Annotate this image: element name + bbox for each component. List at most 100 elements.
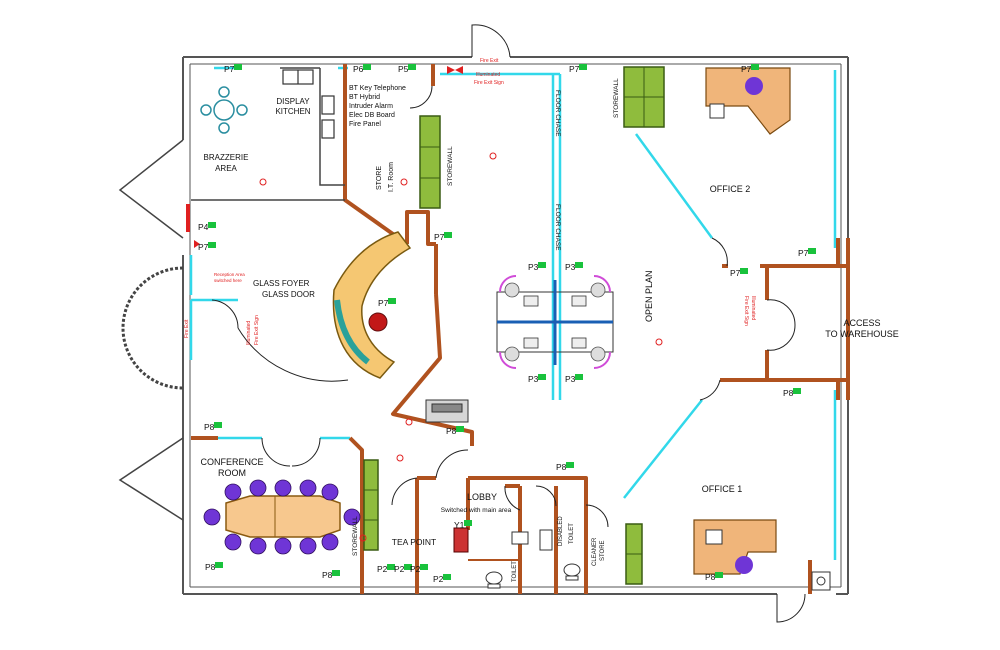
network-point-marker bbox=[214, 422, 222, 428]
network-point-label: P2 bbox=[433, 574, 444, 584]
equipment-item: Elec DB Board bbox=[349, 112, 395, 119]
label-display-kitchen-1: DISPLAY bbox=[276, 97, 310, 106]
label-display-kitchen-2: KITCHEN bbox=[275, 107, 310, 116]
network-point-marker bbox=[387, 564, 395, 570]
network-point-label: P2 bbox=[394, 564, 405, 574]
sanitary-fixtures bbox=[453, 527, 581, 589]
network-point-label: P5 bbox=[398, 64, 409, 74]
equipment-item: BT Hybrid bbox=[349, 94, 380, 101]
sign-illuminated-top-2: Fire Exit Sign bbox=[474, 80, 504, 86]
network-point-label: P8 bbox=[205, 562, 216, 572]
network-point-marker bbox=[363, 64, 371, 70]
network-point-marker bbox=[444, 232, 452, 238]
office-2-desk bbox=[705, 67, 791, 135]
label-disabled: DISABLED bbox=[558, 516, 564, 546]
network-point-label: P6 bbox=[353, 64, 364, 74]
label-office-1: OFFICE 1 bbox=[702, 484, 743, 494]
network-point-marker bbox=[715, 572, 723, 578]
sign-fire-exit-top: Fire Exit bbox=[480, 58, 499, 64]
network-point-marker bbox=[388, 298, 396, 304]
kitchen-fixtures bbox=[282, 69, 335, 139]
network-point-label: P8 bbox=[322, 570, 333, 580]
network-point-label: P7 bbox=[741, 64, 752, 74]
network-point-marker bbox=[566, 462, 574, 468]
network-point-label: P2 bbox=[377, 564, 388, 574]
network-point-label: P7 bbox=[434, 232, 445, 242]
network-point-label: P7 bbox=[378, 298, 389, 308]
label-brazzerie-1: BRAZZERIE bbox=[204, 153, 249, 162]
network-point-label: P7 bbox=[198, 242, 209, 252]
equipment-item: BT Key Telephone bbox=[349, 85, 406, 92]
sign-illuminated-top-1: Illuminated bbox=[476, 72, 500, 78]
warehouse-door-feature bbox=[811, 571, 831, 591]
label-office-2: OFFICE 2 bbox=[710, 184, 751, 194]
network-point-marker bbox=[464, 520, 472, 526]
label-lobby: LOBBY bbox=[467, 492, 497, 502]
network-point-label: Y1 bbox=[454, 520, 465, 530]
network-point-label: P3 bbox=[565, 374, 576, 384]
network-point-marker bbox=[808, 248, 816, 254]
label-toilet-a: TOILET bbox=[512, 561, 518, 582]
network-point-marker bbox=[575, 374, 583, 380]
kitchen-boundary bbox=[191, 67, 345, 201]
network-point-marker bbox=[332, 570, 340, 576]
network-point-marker bbox=[215, 562, 223, 568]
entrance-canopies bbox=[118, 139, 184, 521]
copier bbox=[425, 399, 469, 423]
network-point-marker bbox=[208, 222, 216, 228]
brazzerie-table bbox=[200, 86, 248, 134]
network-point-label: P8 bbox=[204, 422, 215, 432]
network-point-markers bbox=[208, 64, 816, 580]
network-point-label: P3 bbox=[528, 374, 539, 384]
label-toilet-b: TOILET bbox=[569, 523, 575, 544]
open-plan-workstation-pod bbox=[496, 275, 614, 369]
room-labels: DISPLAY KITCHEN BRAZZERIE AREA GLASS FOY… bbox=[200, 90, 898, 582]
equipment-item: Fire Panel bbox=[349, 121, 381, 128]
label-it-room: I.T. Room bbox=[388, 162, 395, 192]
network-point-marker bbox=[404, 564, 412, 570]
door-swings bbox=[211, 24, 806, 623]
network-point-marker bbox=[740, 268, 748, 274]
label-access-1: ACCESS bbox=[843, 318, 880, 328]
sign-fire-exit-left: Fire Exit bbox=[184, 319, 190, 338]
label-tea-point: TEA POINT bbox=[392, 537, 436, 547]
network-point-marker bbox=[575, 262, 583, 268]
label-cleaner: CLEANER bbox=[592, 537, 598, 566]
sign-illuminated-left-2: Fire Exit Sign bbox=[254, 315, 260, 345]
equipment-list: BT Key Telephone BT Hybrid Intruder Alar… bbox=[349, 85, 406, 128]
power-sockets bbox=[259, 152, 663, 542]
network-point-label: P4 bbox=[198, 222, 209, 232]
network-point-marker bbox=[538, 374, 546, 380]
network-point-marker bbox=[456, 426, 464, 432]
network-point-marker bbox=[234, 64, 242, 70]
storewall-label-open-plan: STOREWALL bbox=[613, 78, 620, 118]
network-point-marker bbox=[538, 262, 546, 268]
network-point-marker bbox=[443, 574, 451, 580]
network-point-label: P2 bbox=[410, 564, 421, 574]
internal-walls bbox=[191, 64, 850, 594]
network-point-label: P7 bbox=[730, 268, 741, 278]
fire-sign-labels: Fire Exit Illuminated Fire Exit Sign Rec… bbox=[184, 58, 756, 345]
label-conference-2: ROOM bbox=[218, 468, 246, 478]
storewall-dividers bbox=[364, 67, 664, 555]
storewall-label-conference: STOREWALL bbox=[352, 516, 359, 556]
network-point-marker bbox=[420, 564, 428, 570]
sign-reception-switch-2: switched here bbox=[214, 278, 242, 283]
office-1-desk bbox=[693, 519, 777, 575]
fire-exit-markers bbox=[186, 66, 463, 248]
sign-illuminated-left-1: Illuminated bbox=[246, 321, 252, 345]
network-point-marker bbox=[793, 388, 801, 394]
sign-illuminated-right-1: Illuminated bbox=[750, 296, 756, 320]
label-open-plan: OPEN PLAN bbox=[644, 270, 654, 322]
label-glass-foyer: GLASS FOYER bbox=[253, 279, 310, 288]
label-lobby-note: Switched with main area bbox=[441, 507, 512, 514]
label-floor-chase-mid: FLOOR CHASE bbox=[554, 204, 561, 251]
network-point-marker bbox=[579, 64, 587, 70]
storewall-label-office-1: STOREWALL bbox=[618, 536, 624, 570]
label-glass-door: GLASS DOOR bbox=[262, 290, 315, 299]
reception-desk bbox=[332, 231, 412, 379]
network-point-label: P3 bbox=[528, 262, 539, 272]
network-point-marker bbox=[751, 64, 759, 70]
